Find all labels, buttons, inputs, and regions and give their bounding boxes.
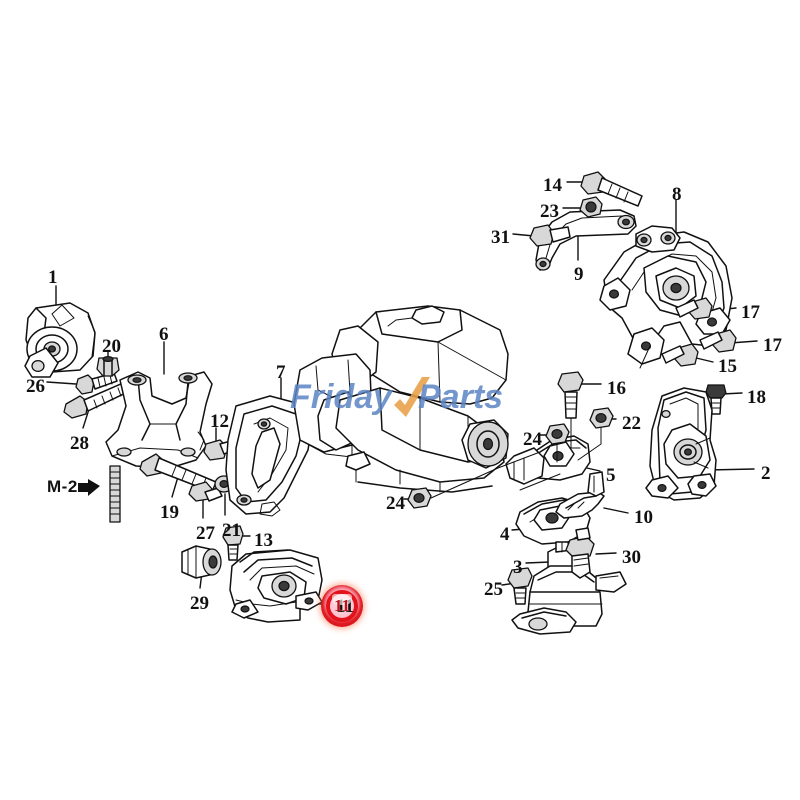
part-30-sensor bbox=[565, 527, 595, 579]
callout-label-8[interactable]: 8 bbox=[672, 184, 682, 205]
callout-label-22[interactable]: 22 bbox=[622, 413, 641, 434]
part-15-bolt bbox=[661, 343, 699, 367]
callout-label-17[interactable]: 17 bbox=[763, 335, 782, 356]
badge-ring bbox=[326, 590, 358, 622]
callout-label-27[interactable]: 27 bbox=[196, 523, 215, 544]
part-14-bolt bbox=[580, 171, 643, 207]
callout-label-15[interactable]: 15 bbox=[718, 356, 737, 377]
part-24-nut-upper bbox=[545, 423, 570, 463]
watermark-text-friday: Friday bbox=[290, 378, 394, 416]
m2-stud-and-arrow bbox=[78, 465, 121, 523]
watermark-text-parts: Parts bbox=[418, 378, 503, 416]
part-17-bolt-lower bbox=[699, 329, 737, 353]
part-8-bracket bbox=[599, 225, 733, 369]
part-25-bolt bbox=[507, 567, 533, 605]
part-27-bolt bbox=[188, 481, 223, 502]
callout-label-21[interactable]: 21 bbox=[222, 520, 241, 541]
callout-label-2[interactable]: 2 bbox=[761, 463, 771, 484]
engine-block bbox=[293, 305, 509, 493]
part-11-mount bbox=[229, 549, 323, 623]
callout-label-10[interactable]: 10 bbox=[634, 507, 653, 528]
callout-label-3[interactable]: 3 bbox=[513, 557, 523, 578]
part-31-bolt bbox=[529, 224, 571, 247]
callout-label-28[interactable]: 28 bbox=[70, 433, 89, 454]
callout-label-16[interactable]: 16 bbox=[607, 378, 626, 399]
callout-label-31[interactable]: 31 bbox=[491, 227, 510, 248]
callout-label-30[interactable]: 30 bbox=[622, 547, 641, 568]
part-24-nut-lower bbox=[407, 451, 561, 509]
callout-label-13[interactable]: 13 bbox=[254, 530, 273, 551]
part-10-bracket bbox=[555, 471, 605, 519]
callout-label-26[interactable]: 26 bbox=[26, 376, 45, 397]
callout-label-9[interactable]: 9 bbox=[574, 264, 584, 285]
part-1-tensioner bbox=[24, 302, 96, 378]
callout-label-4[interactable]: 4 bbox=[500, 524, 510, 545]
highlighted-callout-badge[interactable]: 11 bbox=[321, 585, 363, 627]
part-7-bracket bbox=[225, 395, 313, 517]
callout-label-23[interactable]: 23 bbox=[540, 201, 559, 222]
section-marker-m2: M-2 bbox=[47, 477, 78, 496]
part-17-bolt-upper bbox=[675, 297, 713, 320]
part-20-nut bbox=[96, 356, 120, 377]
part-23-collar bbox=[579, 196, 603, 218]
badge-gloss bbox=[332, 594, 352, 605]
fridayparts-watermark: Friday Parts bbox=[290, 377, 503, 417]
part-13-bolt bbox=[222, 525, 244, 561]
callout-label-19[interactable]: 19 bbox=[160, 502, 179, 523]
callout-label-12[interactable]: 12 bbox=[210, 411, 229, 432]
part-22-nut bbox=[577, 407, 614, 461]
callout-label-17[interactable]: 17 bbox=[741, 302, 760, 323]
part-6-bracket bbox=[105, 371, 213, 469]
callout-label-29[interactable]: 29 bbox=[190, 593, 209, 614]
callout-label-14[interactable]: 14 bbox=[543, 175, 562, 196]
callout-label-7[interactable]: 7 bbox=[276, 362, 286, 383]
part-26-bolt bbox=[75, 372, 118, 395]
callout-label-6[interactable]: 6 bbox=[159, 324, 169, 345]
callout-label-24[interactable]: 24 bbox=[523, 429, 542, 450]
part-29-bushing bbox=[181, 545, 222, 579]
callout-label-1[interactable]: 1 bbox=[48, 267, 58, 288]
callout-label-20[interactable]: 20 bbox=[102, 336, 121, 357]
part-16-bolt bbox=[557, 371, 584, 449]
badge-number: 11 bbox=[333, 596, 351, 615]
part-5-bracket bbox=[505, 435, 591, 485]
watermark-check-icon bbox=[394, 377, 430, 417]
callout-label-24[interactable]: 24 bbox=[386, 493, 405, 514]
part-2-mount bbox=[645, 387, 717, 501]
callout-label-18[interactable]: 18 bbox=[747, 387, 766, 408]
callout-label-5[interactable]: 5 bbox=[606, 465, 616, 486]
callout-label-25[interactable]: 25 bbox=[484, 579, 503, 600]
part-3-mount bbox=[511, 541, 627, 635]
